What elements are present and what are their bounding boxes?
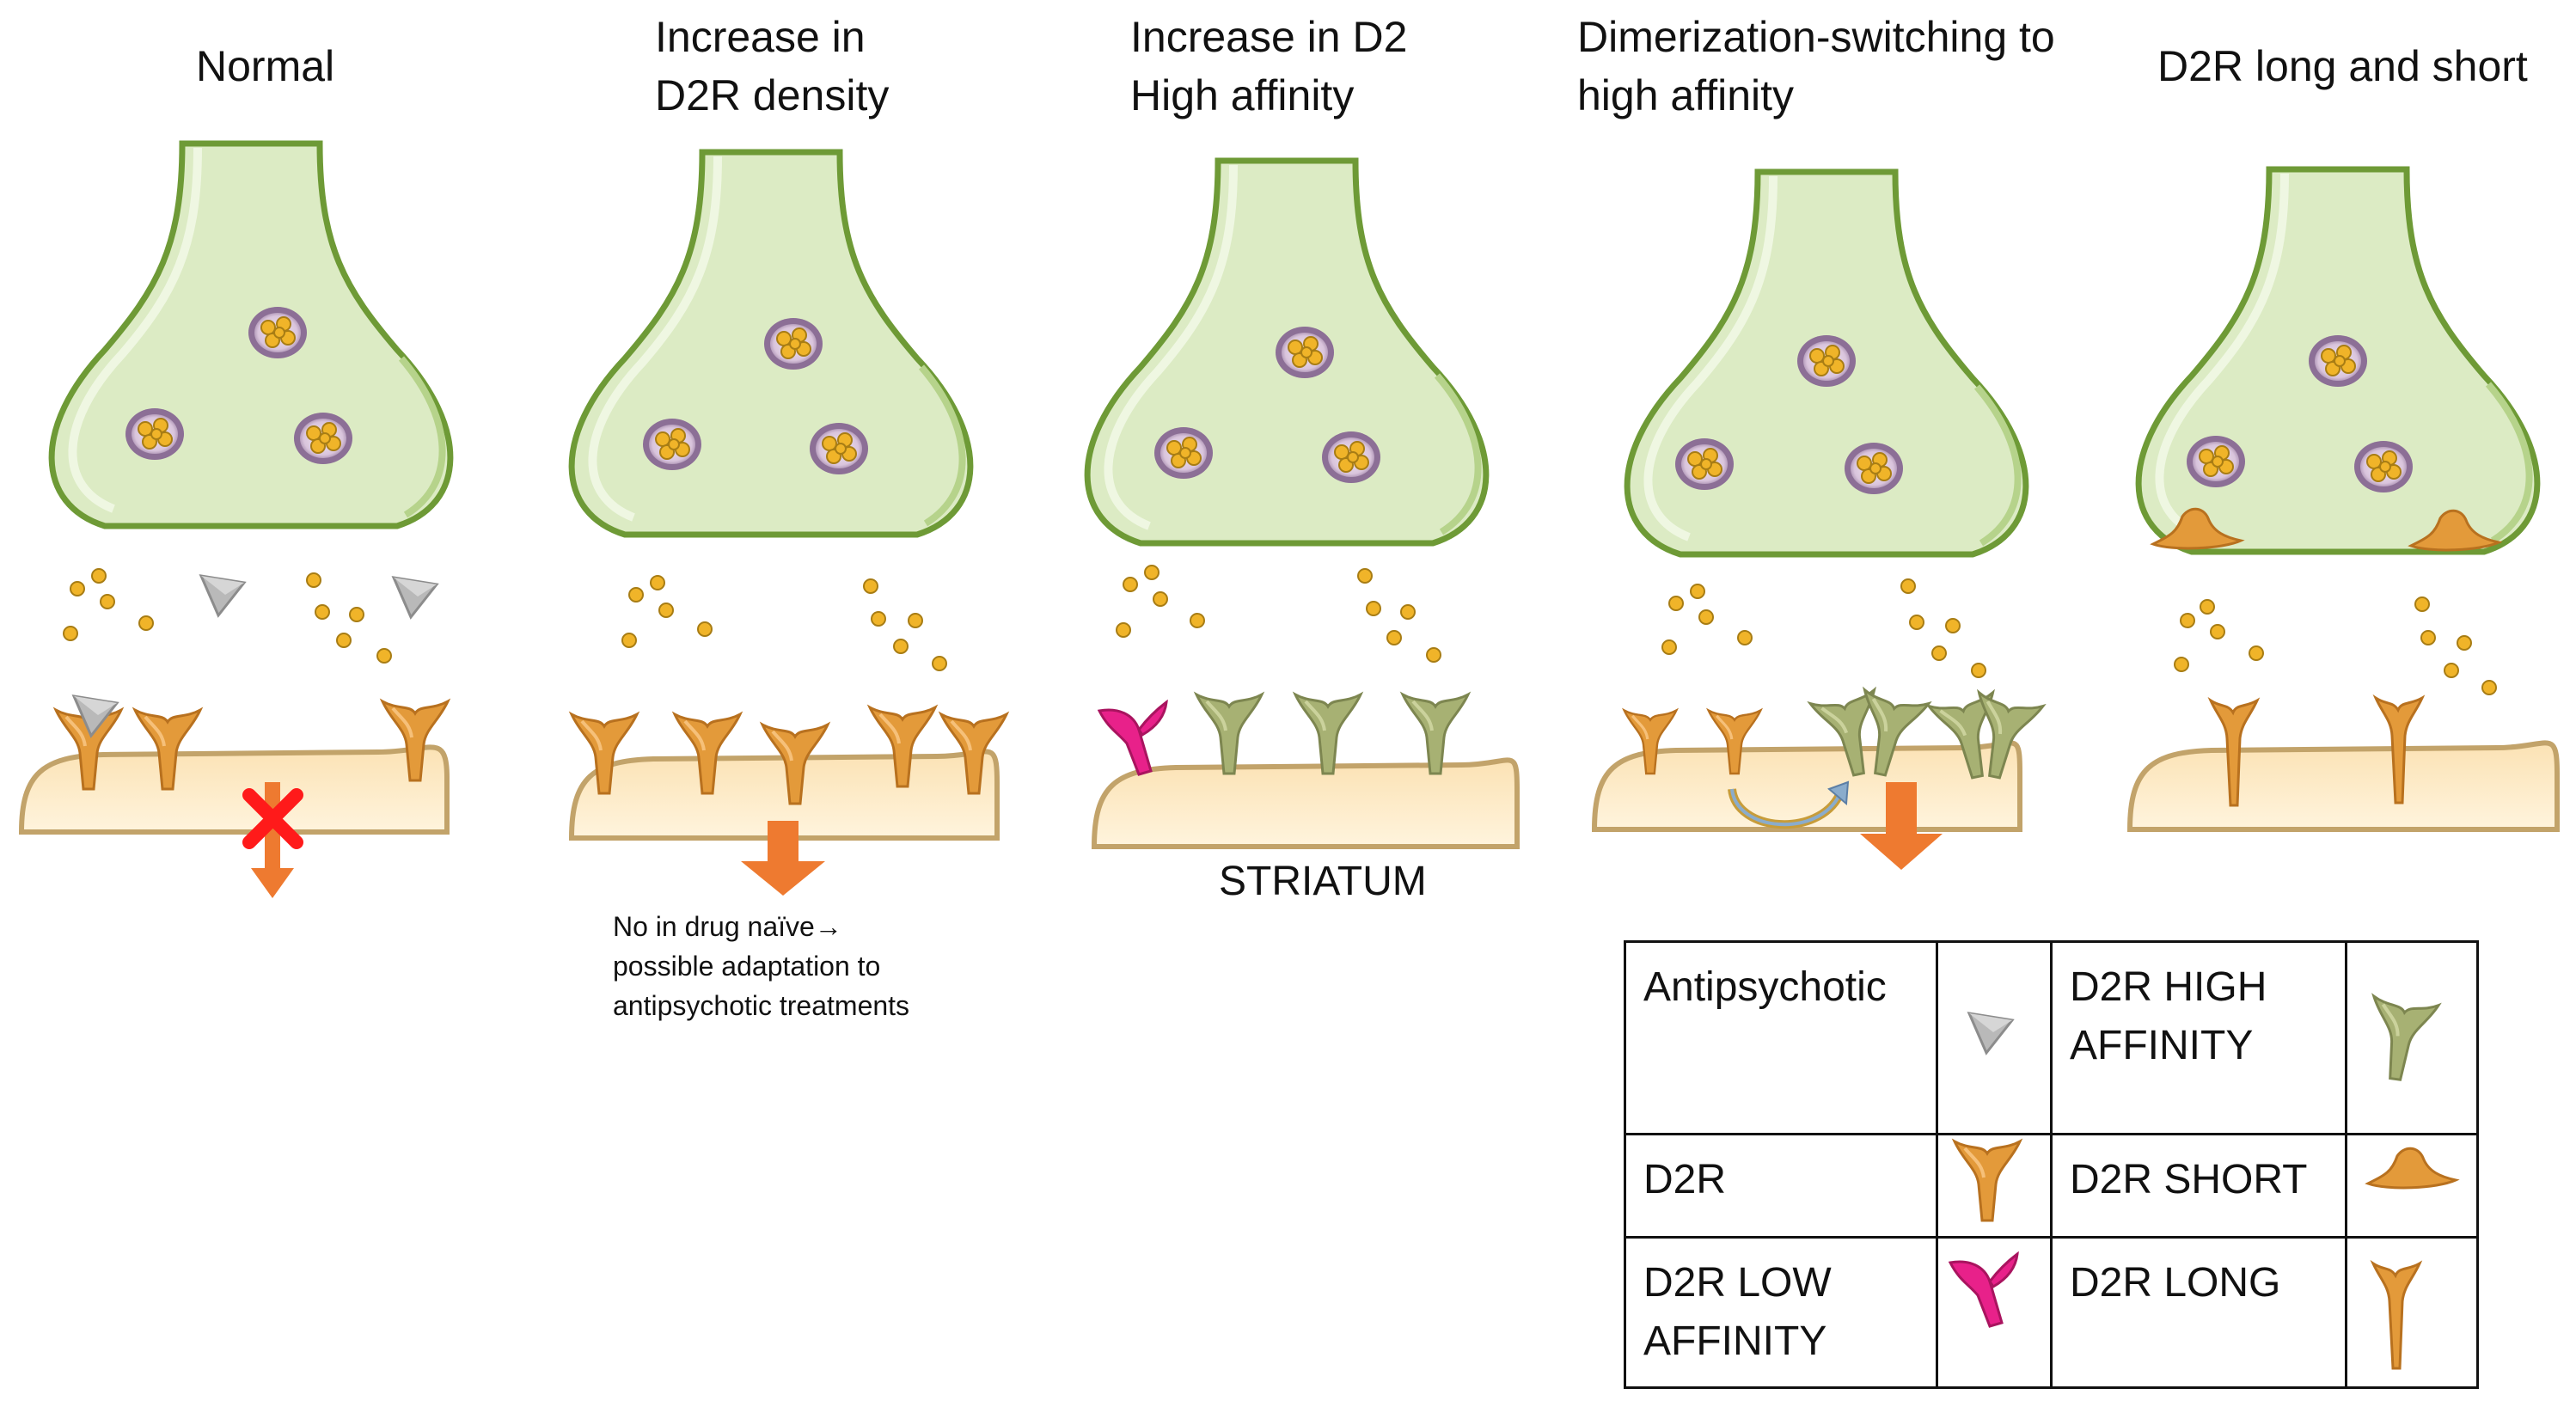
panel-title-d2-high-affinity: Increase in D2 High affinity	[1130, 13, 1408, 119]
vesicle	[1844, 442, 1904, 495]
vesicle	[125, 407, 185, 461]
vesicle	[642, 418, 702, 471]
postsynaptic-cell	[1091, 757, 1520, 849]
vesicle	[1275, 326, 1335, 379]
antipsychotic-molecule	[392, 576, 438, 619]
dopamine-molecules	[621, 575, 947, 671]
vesicle	[248, 306, 308, 359]
vesicle	[1153, 426, 1214, 480]
panel-d2-high-affinity	[1087, 161, 1520, 849]
switch-curved-arrow	[1728, 780, 1850, 829]
panel-title-normal: Normal	[196, 42, 335, 90]
vesicle	[1674, 437, 1735, 491]
d2r-low-affinity-receptor	[1098, 700, 1168, 776]
legend-label-d2r: D2R	[1624, 1133, 1938, 1239]
d2r-high-affinity-receptor	[1401, 693, 1470, 775]
antipsychotic-molecule	[199, 574, 246, 617]
vesicle	[2353, 440, 2414, 493]
vesicle	[809, 422, 869, 475]
panel-normal	[18, 144, 450, 898]
vesicle	[763, 317, 823, 370]
d2r-high-affinity-receptor	[1294, 693, 1362, 775]
signal-arrow	[741, 821, 825, 896]
d2r-high-affinity-receptor	[1195, 693, 1264, 775]
legend-label-d2r-low-affinity: D2R LOW AFFINITY	[1624, 1236, 1938, 1389]
legend-icon-cell	[2345, 940, 2479, 1135]
legend-label-d2r-short: D2R SHORT	[2050, 1133, 2347, 1239]
panel-title-long-short: D2R long and short	[2157, 42, 2528, 90]
panel-dimerization	[1591, 172, 2045, 870]
legend-label-antipsychotic: Antipsychotic	[1624, 940, 1938, 1135]
legend-icon-cell	[1936, 1236, 2053, 1389]
postsynaptic-cell	[2126, 740, 2560, 832]
vesicle	[2308, 334, 2368, 388]
legend-icon-cell	[1936, 940, 2053, 1135]
legend-icon-cell	[1936, 1133, 2053, 1239]
legend-label-d2r-high-affinity: D2R HIGH AFFINITY	[2050, 940, 2347, 1135]
panel-title-dimerization: Dimerization-switching to high affinity	[1577, 13, 2055, 119]
postsynaptic-cell	[18, 744, 450, 835]
panel-d2r-density	[572, 152, 1008, 896]
signal-arrow-blocked	[242, 782, 303, 898]
signal-arrow	[1860, 782, 1943, 870]
dopamine-molecules	[2174, 596, 2497, 695]
legend-icon-cell	[2345, 1133, 2479, 1239]
vesicle	[1321, 431, 1381, 484]
vesicle	[2186, 435, 2246, 488]
panel-title-d2r-density: Increase in D2R density	[655, 13, 890, 119]
panel-long-short	[2126, 169, 2560, 832]
vesicle	[1796, 334, 1857, 388]
adaptation-note: No in drug naïve→ possible adaptation to…	[613, 911, 910, 1021]
legend-label-d2r-long: D2R LONG	[2050, 1236, 2347, 1389]
dopamine-molecules	[1661, 578, 1986, 678]
striatum-label: STRIATUM	[1219, 859, 1427, 904]
legend-icon-cell	[2345, 1236, 2479, 1389]
legend-table: Antipsychotic D2R HIGH AFFINITY D2R D2R …	[1624, 940, 2479, 1389]
dopamine-molecules	[1116, 565, 1441, 663]
vesicle	[293, 412, 353, 465]
